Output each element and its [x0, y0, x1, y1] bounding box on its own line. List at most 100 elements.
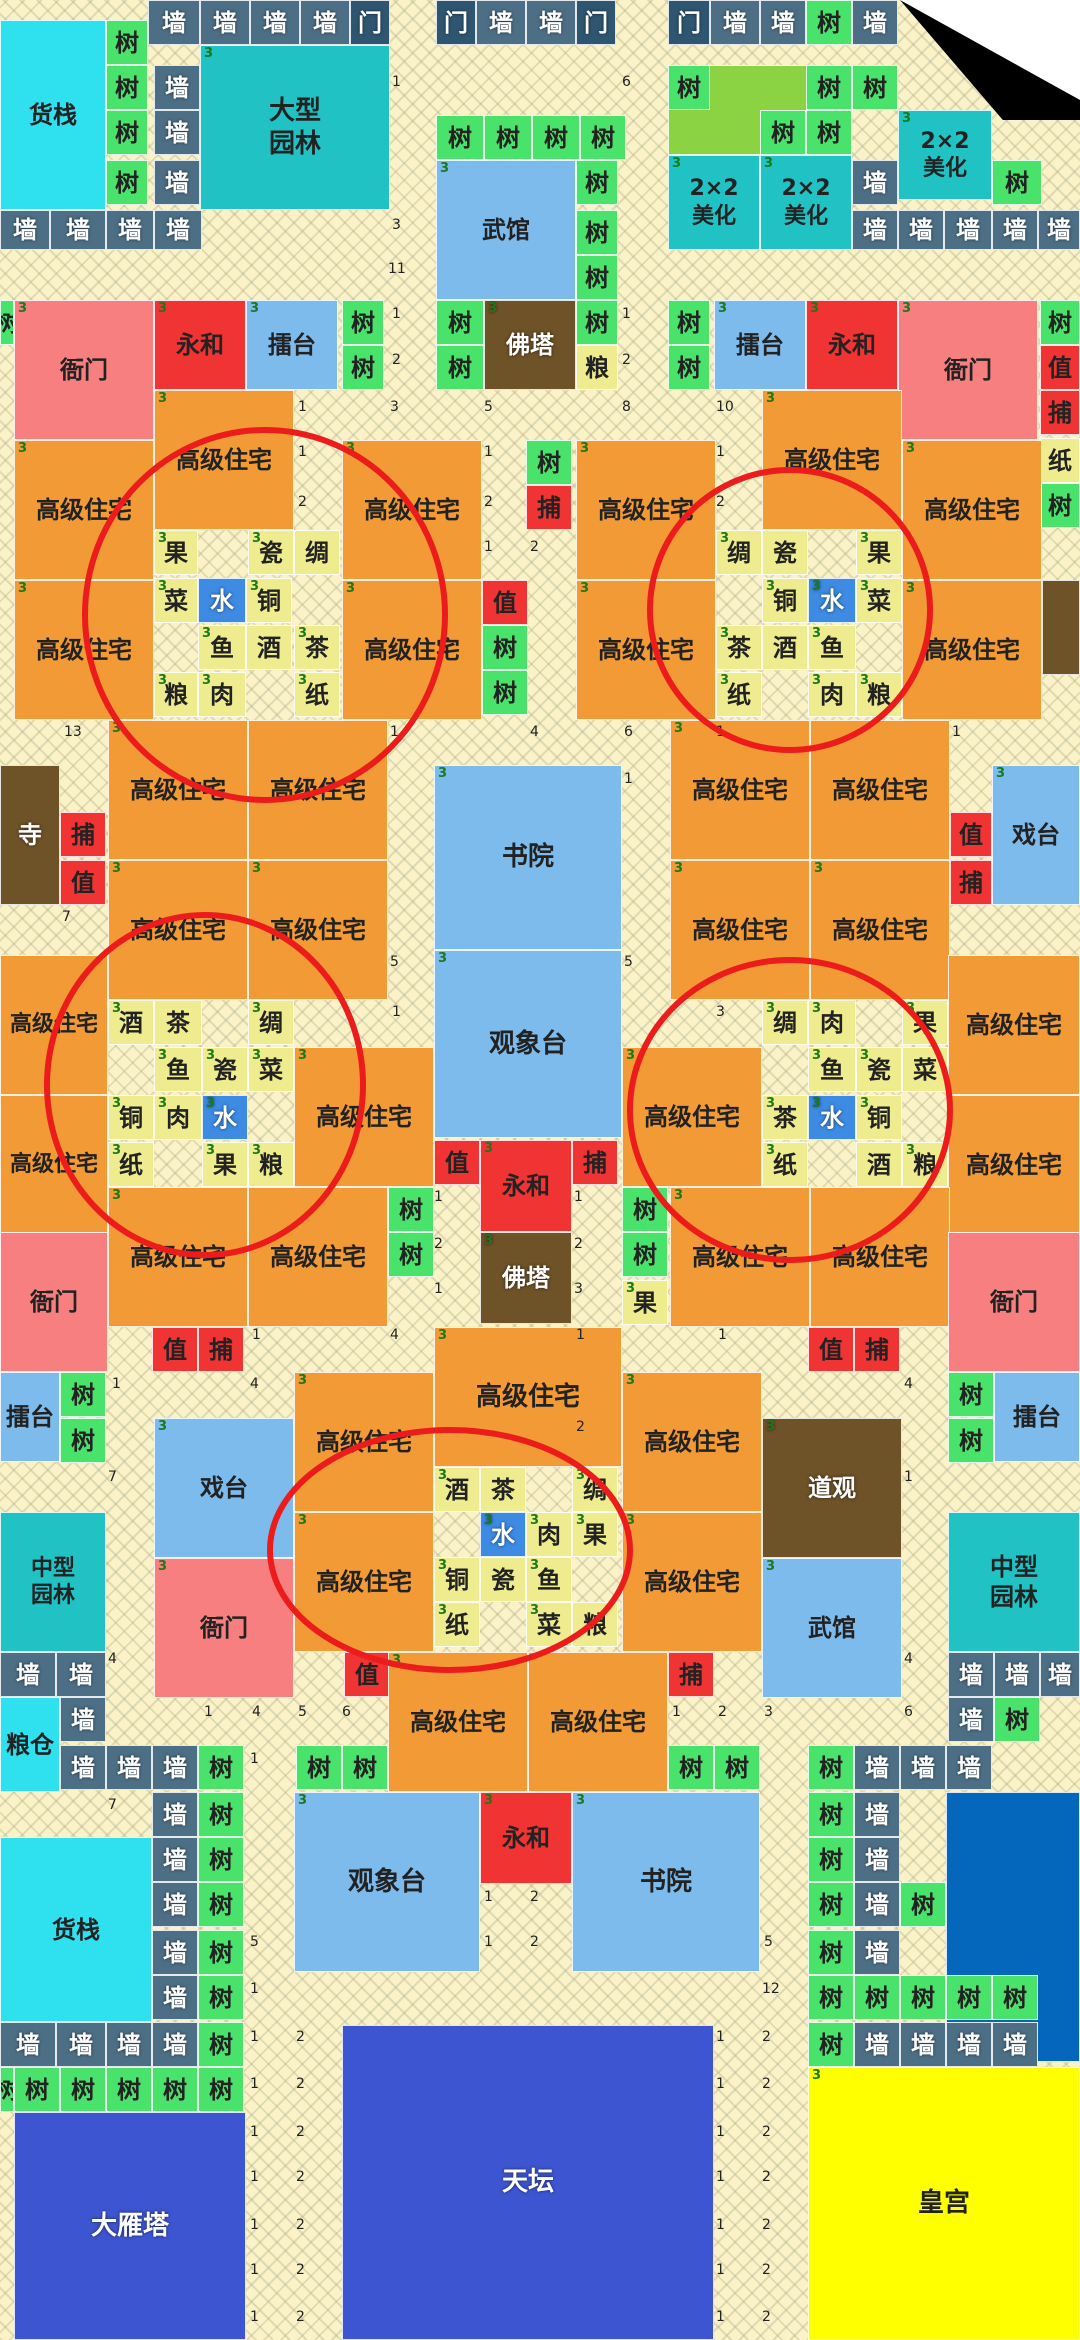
building-tile[interactable]: 墙: [994, 1652, 1040, 1697]
building-tile[interactable]: 墙: [852, 0, 898, 45]
building-tile[interactable]: 值: [434, 1140, 480, 1185]
building-tile[interactable]: 墙: [852, 210, 898, 250]
building-tile[interactable]: 墙: [854, 1882, 900, 1927]
building-tile[interactable]: 高级住宅: [948, 1095, 1080, 1235]
building-tile[interactable]: 高级住宅: [528, 1652, 668, 1792]
building-tile[interactable]: 树: [946, 1975, 992, 2020]
building-tile[interactable]: 高级住宅: [810, 720, 950, 860]
building-tile[interactable]: 货栈: [0, 1837, 152, 2022]
building-tile[interactable]: 树: [622, 1187, 668, 1232]
building-tile[interactable]: 墙: [60, 1745, 106, 1790]
building-tile[interactable]: 门: [576, 0, 616, 45]
building-tile[interactable]: 酒: [856, 1142, 902, 1187]
building-tile[interactable]: 树: [532, 115, 580, 160]
building-tile[interactable]: 擂台: [994, 1372, 1080, 1462]
building-tile[interactable]: 树: [152, 2067, 198, 2112]
building-tile[interactable]: 值: [152, 1327, 198, 1372]
building-tile[interactable]: 树: [668, 1745, 714, 1790]
building-tile[interactable]: 高级住宅: [0, 955, 108, 1095]
building-tile[interactable]: 墙: [948, 1652, 994, 1697]
building-tile[interactable]: 树: [198, 2022, 244, 2067]
building-tile[interactable]: 墙: [854, 1837, 900, 1882]
building-tile[interactable]: 树: [808, 1930, 854, 1975]
building-tile[interactable]: 树: [714, 1745, 760, 1790]
building-tile[interactable]: 值: [60, 860, 106, 905]
building-tile[interactable]: 墙: [56, 1652, 106, 1697]
building-tile[interactable]: 树: [198, 1930, 244, 1975]
building-tile[interactable]: 树: [806, 0, 852, 45]
building-tile[interactable]: 树: [14, 2067, 60, 2112]
building-tile[interactable]: 树: [436, 300, 484, 345]
building-tile[interactable]: 门: [668, 0, 710, 45]
building-tile[interactable]: 捕: [60, 812, 106, 857]
building-tile[interactable]: 粮: [576, 345, 618, 390]
building-tile[interactable]: 树: [668, 300, 710, 345]
building-tile[interactable]: 墙: [148, 0, 200, 45]
building-tile[interactable]: 树: [668, 65, 710, 110]
building-tile[interactable]: 树: [948, 1372, 994, 1417]
building-tile[interactable]: 墙: [854, 1930, 900, 1975]
building-tile[interactable]: 树: [106, 20, 148, 65]
building-tile[interactable]: 树: [198, 1745, 244, 1790]
building-tile[interactable]: 水: [198, 578, 246, 623]
building-tile[interactable]: 衙门: [0, 1232, 108, 1372]
building-tile[interactable]: 墙: [152, 1745, 198, 1790]
building-tile[interactable]: 树: [342, 1745, 388, 1790]
building-tile[interactable]: [1042, 580, 1080, 675]
building-tile[interactable]: 树: [580, 115, 626, 160]
building-tile[interactable]: 衙门: [948, 1232, 1080, 1372]
building-tile[interactable]: 树: [622, 1232, 668, 1277]
building-tile[interactable]: 墙: [50, 210, 106, 250]
building-tile[interactable]: 墙: [946, 1745, 992, 1790]
building-tile[interactable]: 树: [808, 1792, 854, 1837]
building-tile[interactable]: 值: [1040, 345, 1080, 390]
building-tile[interactable]: 值: [950, 812, 992, 857]
building-tile[interactable]: 树: [806, 110, 852, 155]
building-tile[interactable]: 高级住宅: [948, 955, 1080, 1095]
building-tile[interactable]: 树: [900, 1882, 946, 1927]
building-tile[interactable]: 墙: [1038, 210, 1080, 250]
building-tile[interactable]: 墙: [154, 210, 202, 250]
building-tile[interactable]: 瓷: [762, 530, 808, 575]
building-tile[interactable]: 树: [436, 345, 484, 390]
building-tile[interactable]: 树: [436, 115, 484, 160]
building-tile[interactable]: 墙: [526, 0, 576, 45]
building-tile[interactable]: 值: [344, 1652, 390, 1697]
building-tile[interactable]: 墙: [200, 0, 250, 45]
